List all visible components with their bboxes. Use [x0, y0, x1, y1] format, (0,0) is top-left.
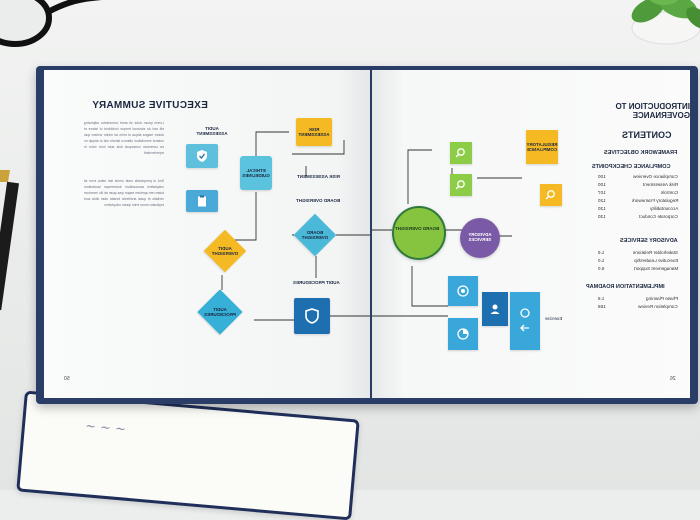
pen [0, 170, 20, 311]
pie-chart-card [448, 318, 478, 350]
regulatory-compliance-node: REGULATORY COMPLIANCE [526, 130, 558, 164]
shield-icon [305, 308, 319, 324]
notebook-handwriting: ~ ~ ~ [84, 418, 127, 438]
target-card [448, 276, 478, 306]
clipboard-icon [198, 195, 206, 207]
search-card-1 [450, 142, 472, 164]
security-shield-node [294, 298, 330, 334]
compliance-checkpoints-heading: COMPLIANCE CHECKPOINTS [592, 164, 671, 170]
implementation-roadmap-heading: IMPLEMENTATION ROADMAP [586, 284, 665, 290]
sync-arrow-icon [520, 308, 530, 332]
risk-review-card [186, 190, 218, 212]
right-page: BOARD OVERSIGHT ADVISORY SERVICES REGULA… [372, 70, 690, 398]
framework-objectives-heading: FRAMEWORK OBJECTIVES [604, 150, 678, 156]
eyeglasses [0, 0, 102, 47]
audit-assessment-card [186, 144, 218, 168]
advisory-services-heading: ADVISORY SERVICES [620, 238, 678, 244]
advisory-services-circle [460, 218, 500, 258]
ethical-guidelines-node: ETHICAL GUIDELINES [240, 156, 272, 190]
user-card [482, 292, 508, 326]
introduction-title: INTRODUCTION TO GOVERNANCE [615, 102, 690, 120]
magnifier-icon [545, 190, 555, 200]
left-page: EXECUTIVE SUMMARY Lorem ipsum dolor sit … [44, 70, 370, 398]
audit-procedures-label: AUDIT PROCEDURES [292, 280, 340, 285]
contents-heading: CONTENTS [622, 130, 672, 140]
shield-check-icon [197, 150, 207, 162]
search-card-3 [540, 184, 562, 206]
advisory-services-label: ADVISORY SERVICES [468, 232, 492, 242]
exercise-label: Exercise [545, 316, 563, 321]
magnifier-icon [455, 148, 465, 158]
user-icon [490, 304, 500, 314]
search-card-2 [450, 174, 472, 196]
board-oversight-circle-label: BOARD OVERSIGHT [394, 226, 440, 231]
open-binder: EXECUTIVE SUMMARY Lorem ipsum dolor sit … [36, 66, 698, 404]
potted-plant [631, 0, 700, 45]
board-oversight-circle [392, 206, 446, 260]
magnifier-icon [455, 180, 465, 190]
sync-card [510, 292, 540, 350]
audit-assessment-label: AUDIT ASSESSMENT [196, 126, 228, 136]
right-page-number: 26 [670, 376, 676, 382]
target-icon [457, 285, 469, 297]
risk-assessment-node: RISK ASSESSMENT [296, 118, 332, 146]
board-oversight-label: BOARD OVERSIGHT [295, 198, 341, 203]
pie-chart-icon [457, 328, 469, 340]
risk-analysis-label: RISK ASSESSMENT [296, 174, 340, 179]
